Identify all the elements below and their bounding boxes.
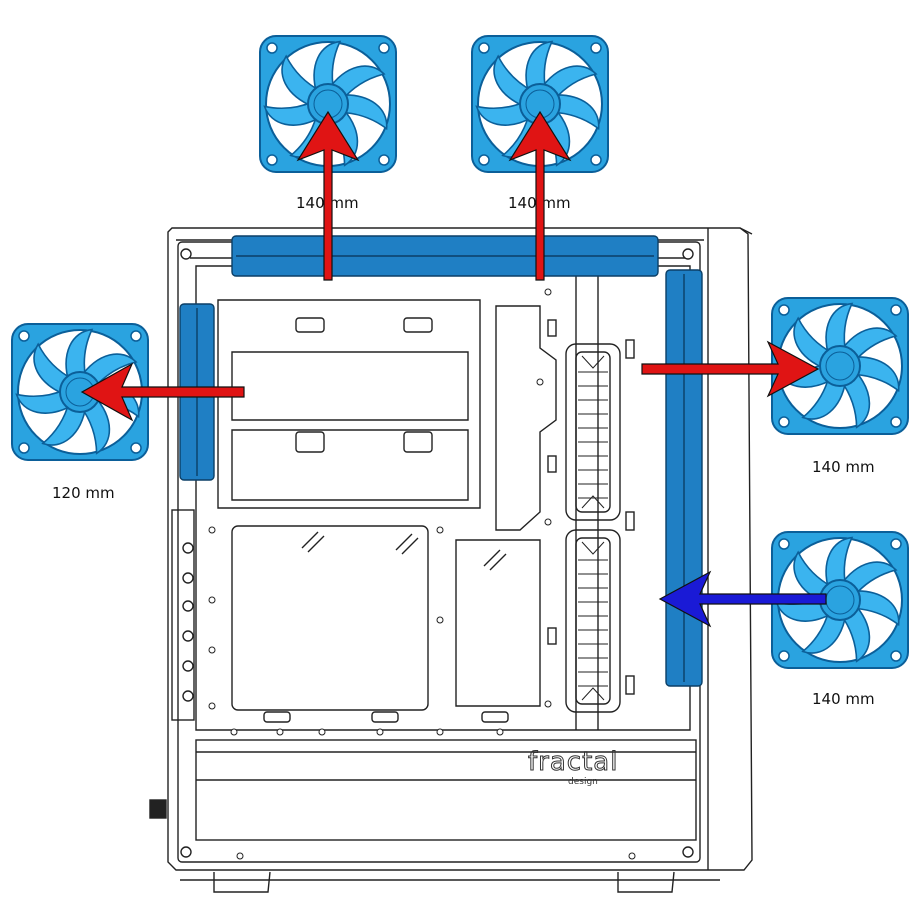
fan-label-rear: 120 mm xyxy=(52,484,115,502)
pc-case xyxy=(149,227,753,893)
airflow-arrows xyxy=(80,110,827,628)
arrow-icon xyxy=(658,570,827,628)
front-panel xyxy=(707,227,753,870)
brand-sub: design xyxy=(568,777,598,787)
fan-front-lower: 140 mm xyxy=(771,531,909,708)
arrow-icon xyxy=(641,340,820,398)
fan-label-front-upper: 140 mm xyxy=(812,458,875,476)
arrow-icon xyxy=(80,362,245,422)
fan-label-front-lower: 140 mm xyxy=(812,690,875,708)
case-brand-logo: fractal design xyxy=(528,747,618,788)
fan-rear: 120 mm xyxy=(11,323,149,502)
brand-name: fractal xyxy=(528,747,618,777)
fan-front-upper: 140 mm xyxy=(771,297,909,476)
case-outline xyxy=(167,227,753,871)
arrow-icon xyxy=(296,110,360,281)
arrow-icon xyxy=(508,110,572,281)
